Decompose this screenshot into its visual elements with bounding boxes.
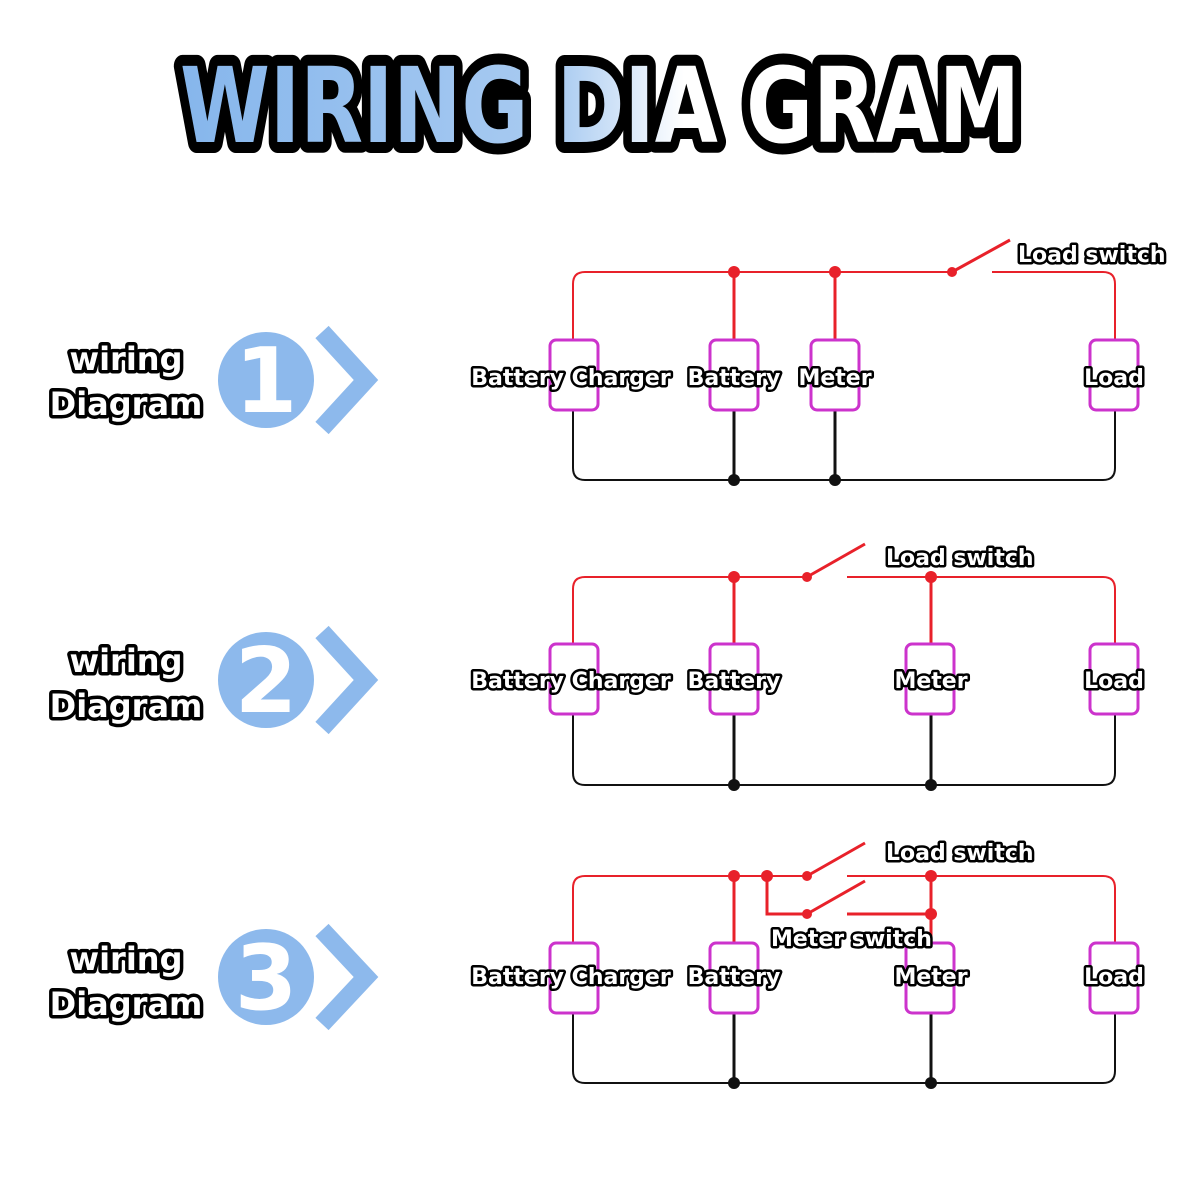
junction-dot <box>829 474 841 486</box>
meter-label: Meter <box>894 965 967 990</box>
meter-label: Meter <box>894 669 967 694</box>
load-label: Load <box>1084 366 1144 391</box>
battery-box <box>708 941 760 1015</box>
negative-wire <box>572 410 1116 481</box>
meter-switch-label: Meter switch <box>771 927 932 952</box>
negative-wire <box>572 714 1116 786</box>
positive-wire <box>847 875 1116 943</box>
step-number: 1 <box>235 329 298 434</box>
junction-dot <box>925 870 937 882</box>
wiring-diagram-3: wiring Diagram 3 Battery Charger Battery… <box>46 839 1146 1089</box>
junction-dot <box>925 908 937 920</box>
diagram-side-label-line1: wiring <box>70 940 183 978</box>
diagram-side-label-line1: wiring <box>70 642 183 680</box>
step-number: 3 <box>235 926 298 1031</box>
step-number-badge <box>218 632 314 728</box>
load-switch-lever <box>806 841 866 878</box>
meter-switch-lever <box>806 879 866 916</box>
junction-dot <box>728 474 740 486</box>
meter-box <box>904 642 956 716</box>
switch-contact <box>802 909 812 919</box>
meter-switch-wire <box>765 876 807 916</box>
junction-dot <box>925 779 937 791</box>
step-number-badge <box>218 929 314 1025</box>
battery-charger-box <box>548 338 600 412</box>
battery-charger-label: Battery Charger <box>471 366 671 391</box>
junction-dot <box>728 1077 740 1089</box>
step-number: 2 <box>235 629 298 734</box>
junction-dot <box>829 266 841 278</box>
step-number-badge <box>218 332 314 428</box>
chevron-right-icon <box>315 325 379 435</box>
load-switch-label: Load switch <box>1018 243 1166 268</box>
load-switch-label: Load switch <box>886 546 1034 571</box>
diagram-side-label-line2: Diagram <box>50 985 203 1023</box>
switch-contact <box>802 572 812 582</box>
diagram-side-label-line2: Diagram <box>50 385 203 423</box>
junction-dot <box>728 870 740 882</box>
junction-dot <box>728 571 740 583</box>
junction-dot <box>925 1077 937 1089</box>
meter-label: Meter <box>798 366 871 391</box>
diagram-side-label-line2: Diagram <box>50 687 203 725</box>
chevron-right-icon <box>315 923 379 1031</box>
negative-wire <box>572 1013 1116 1084</box>
load-box <box>1088 941 1140 1015</box>
battery-charger-label: Battery Charger <box>471 669 671 694</box>
junction-dot <box>925 571 937 583</box>
load-label: Load <box>1084 965 1144 990</box>
diagram-side-label-line1: wiring <box>70 340 183 378</box>
battery-label: Battery <box>688 965 781 990</box>
junction-dot <box>761 870 773 882</box>
positive-wire <box>992 271 1116 340</box>
meter-box <box>809 338 861 412</box>
battery-charger-box <box>548 642 600 716</box>
meter-box <box>904 941 956 1015</box>
page-title: WIRING DIA GRAM <box>180 45 1020 167</box>
load-box <box>1088 642 1140 716</box>
chevron-right-icon <box>315 625 379 735</box>
battery-charger-box <box>548 941 600 1015</box>
battery-box <box>708 338 760 412</box>
switch-contact <box>802 871 812 881</box>
battery-box <box>708 642 760 716</box>
junction-dot <box>728 266 740 278</box>
battery-label: Battery <box>688 669 781 694</box>
positive-wire <box>572 576 807 644</box>
battery-charger-label: Battery Charger <box>471 965 671 990</box>
load-box <box>1088 338 1140 412</box>
load-switch-lever <box>951 238 1011 274</box>
positive-wire <box>847 576 1116 644</box>
positive-wire <box>572 271 952 340</box>
load-label: Load <box>1084 669 1144 694</box>
junction-dot <box>728 779 740 791</box>
wiring-diagram-1: wiring Diagram 1 Battery Charger Battery… <box>46 238 1168 486</box>
switch-contact <box>947 267 957 277</box>
wiring-diagram-2: wiring Diagram 2 Battery Charger Battery… <box>46 542 1146 791</box>
load-switch-label: Load switch <box>886 841 1034 866</box>
positive-wire <box>572 875 807 943</box>
battery-label: Battery <box>688 366 781 391</box>
load-switch-lever <box>806 542 866 579</box>
